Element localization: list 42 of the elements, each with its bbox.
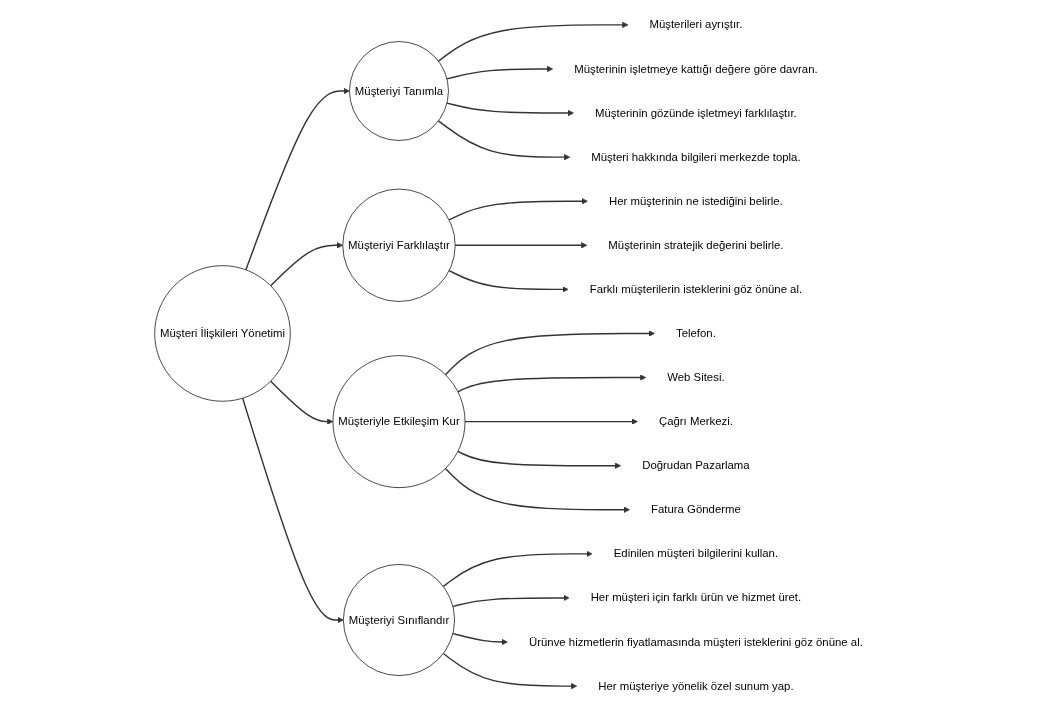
node-text: Müşterinin gözünde işletmeyi farklılaştır.: [595, 106, 797, 119]
arrow: [448, 198, 588, 221]
node-text: Çağrı Merkezi.: [659, 415, 733, 428]
node-text: Müşterinin stratejik değerini belirle.: [608, 238, 784, 251]
arrow: [452, 594, 570, 608]
arrow: [444, 467, 631, 513]
node-text: Müşterileri ayrıştır.: [649, 18, 743, 31]
node-text: Web Sitesi.: [667, 371, 725, 384]
arrow: [457, 374, 647, 393]
arrow: [437, 120, 571, 161]
arrow: [444, 330, 655, 376]
node-text: Müşterinin işletmeye kattığı değere göre davran.: [574, 62, 818, 75]
arrow: [448, 269, 569, 293]
arrow: [442, 652, 578, 690]
node-circle: [154, 265, 291, 402]
node-text: Her müşterinin ne istediğini belirle.: [609, 194, 783, 207]
node-text: Fatura Gönderme: [651, 503, 741, 516]
arrow: [270, 242, 344, 287]
arrow: [452, 632, 508, 646]
arrow: [242, 397, 344, 624]
arrow: [464, 418, 638, 425]
mind-map-diagram: Müşteri İlişkileri Yönetimi Müşteriyi Tanımla Müşterileri ayrıştır. Müşterinin işletmeye kattığı değere göre davran. Müşterinin gözünde işletmeyi farklılaştır. Müşteri hakkında bilgileri merkezde topla. Müşteriyi Farklılaştır Her müşterinin ne istediğini belirle. Müşterinin stratejik değerini belirle. Farklı müşterilerin isteklerini göz önüne al. Müşteriyle Etkileşim Kur Telefon. Web Sitesi. Çağrı Merkezi. Doğrudan Pazarlama Fatura Gönderme Müşteriyi Sınıflandır Edinilen müşteri bilgilerini kullan. Her müşteri için farklı ürün ve hizmet üret. Ürünve hizmetlerin fiyatlamasında müşteri isteklerini göz önüne al. Her müşteriye yönelik özel sunum yap.: [149, 0, 890, 711]
node-text: Doğrudan Pazarlama: [642, 459, 750, 472]
node-text: Farklı müşterilerin isteklerini göz önüne al.: [589, 282, 803, 296]
node-circle: [332, 355, 466, 488]
arrow: [457, 450, 622, 469]
node-text: Müşteri hakkında bilgileri merkezde topla.: [591, 150, 801, 163]
node-circle: [349, 41, 449, 141]
arrow: [270, 380, 334, 425]
arrow: [245, 87, 350, 271]
node-circle: [343, 564, 455, 676]
arrow: [446, 102, 575, 117]
node-circle: [342, 188, 456, 302]
node-text: Her müşteri için farklı ürün ve hizmet üret.: [590, 591, 802, 604]
arrow: [442, 550, 593, 588]
node-text: Her müşteriye yönelik özel sunum yap.: [598, 679, 794, 692]
node-text: Ürünve hizmetlerin fiyatlamasında müşteri isteklerini göz önüne al.: [529, 635, 863, 648]
node-text: Telefon.: [676, 327, 716, 340]
arrow: [446, 65, 554, 80]
arrow: [454, 242, 588, 249]
arrow: [437, 21, 629, 62]
node-text: Edinilen müşteri bilgilerini kullan.: [613, 547, 779, 560]
